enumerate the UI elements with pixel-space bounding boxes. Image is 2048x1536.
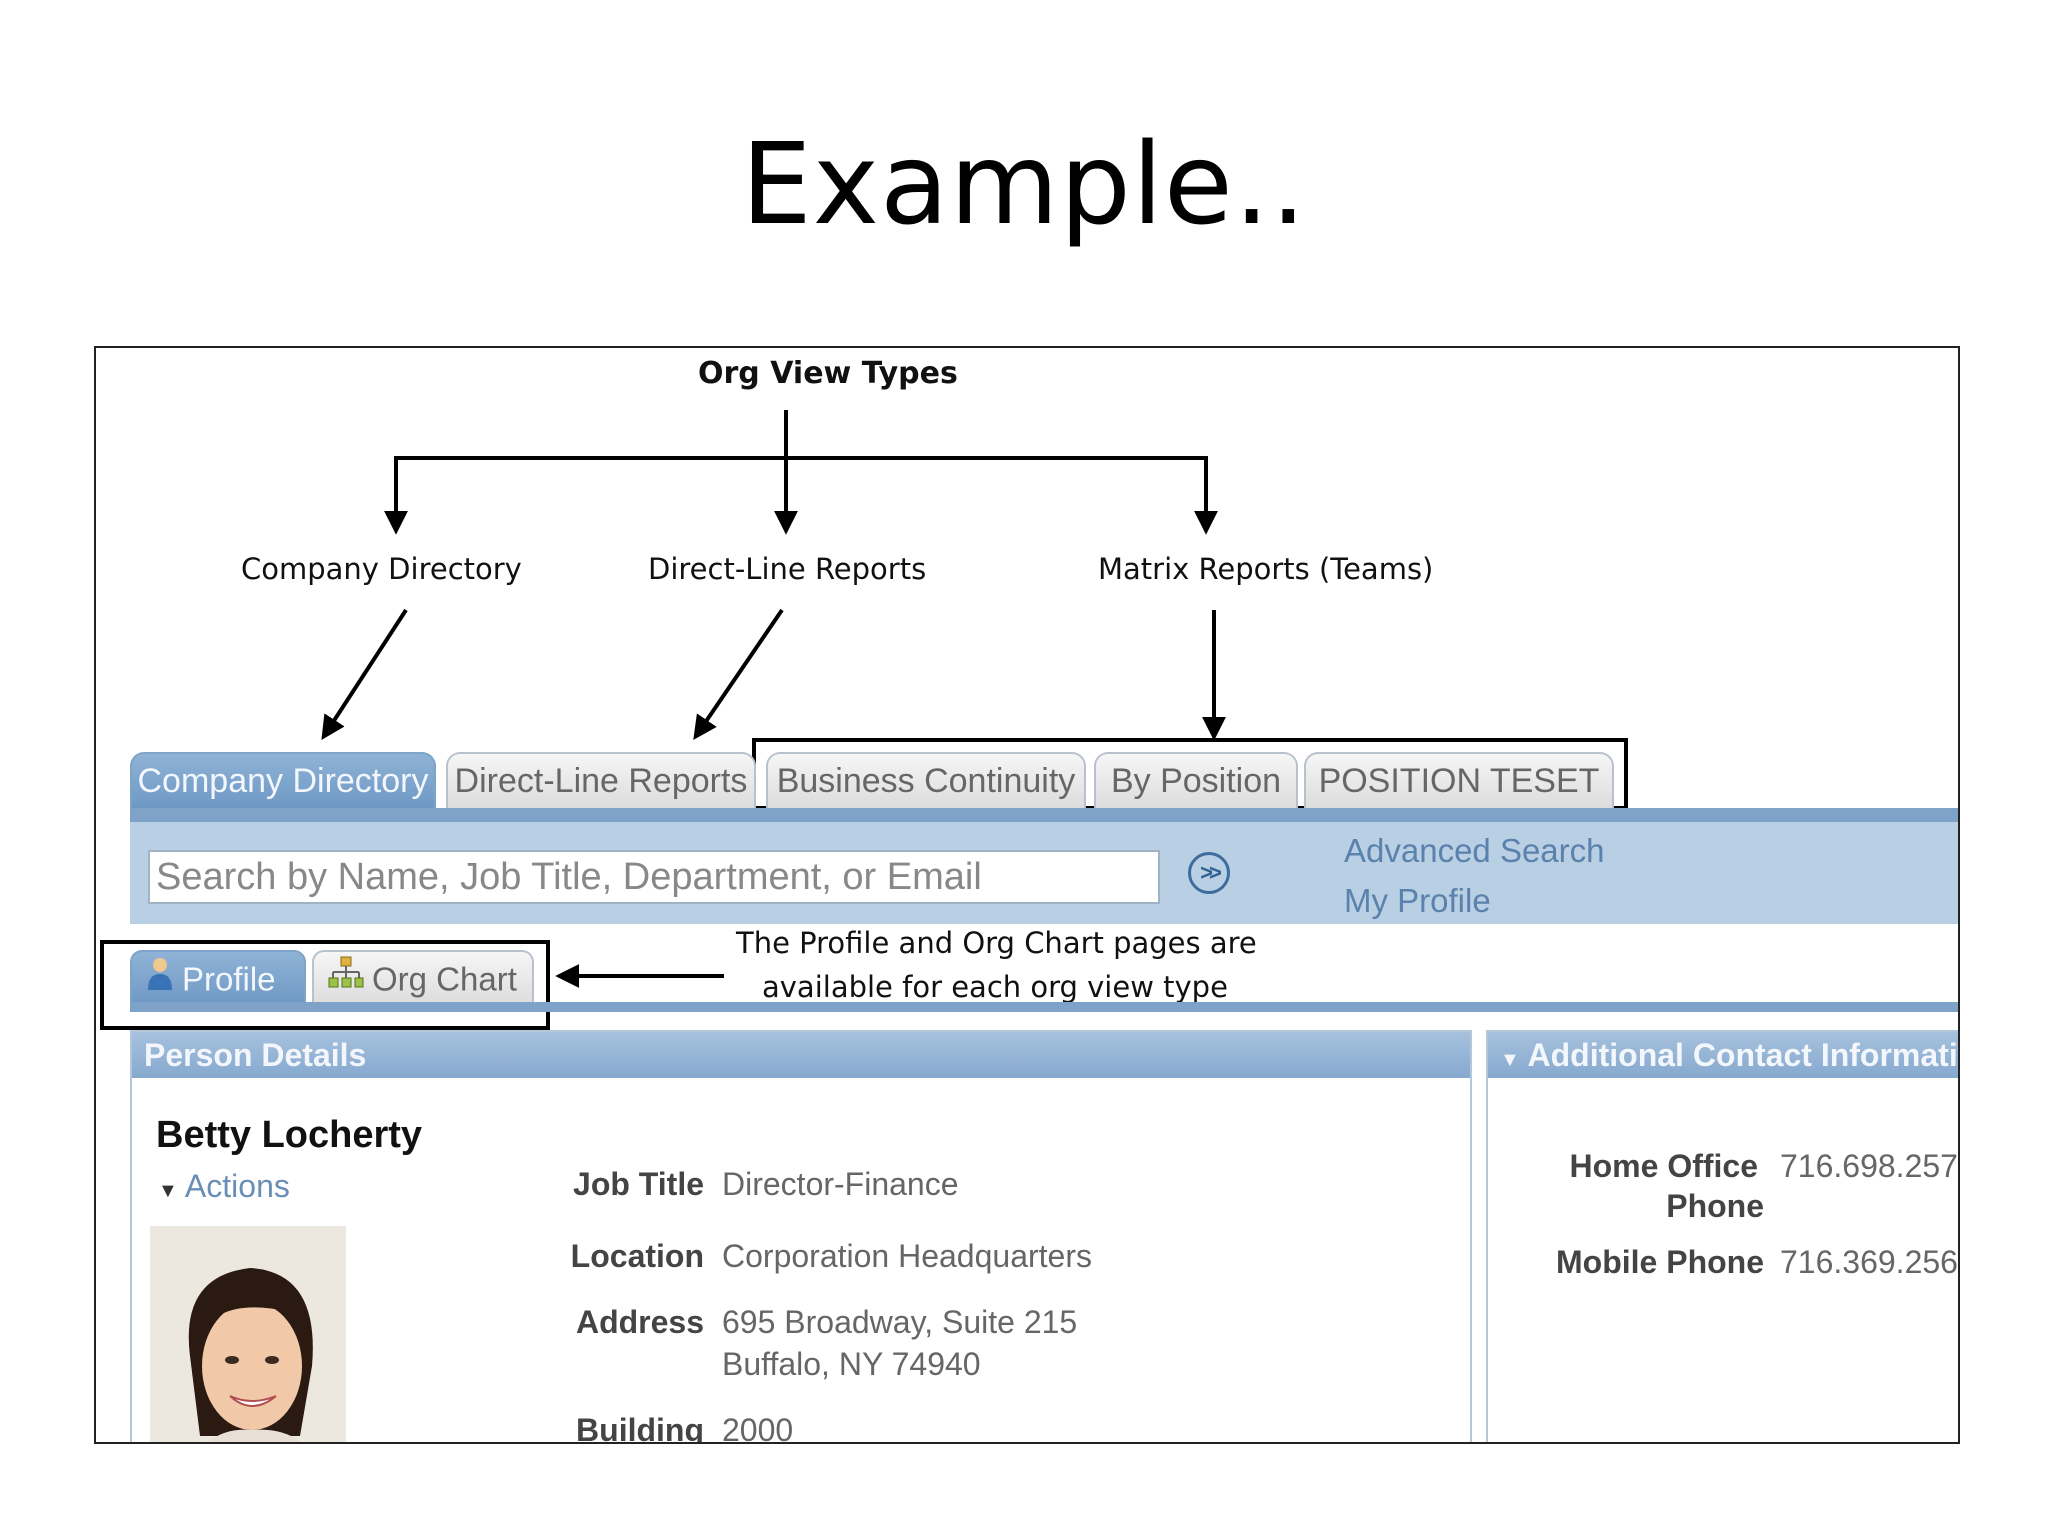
job-title-label: Job Title: [573, 1166, 704, 1202]
tab-business-continuity[interactable]: Business Continuity: [766, 752, 1086, 808]
annotation-direct-line-reports: Direct-Line Reports: [648, 552, 927, 586]
home-office-value: 716.698.2578: [1780, 1148, 1960, 1184]
annotation-company-directory: Company Directory: [241, 552, 522, 586]
subtab-strip: [130, 1002, 1958, 1012]
annotation-profile-note-line1: The Profile and Org Chart pages are: [736, 926, 1257, 960]
tab-position-teset[interactable]: POSITION TESET: [1304, 752, 1614, 808]
tab-direct-line-reports[interactable]: Direct-Line Reports: [446, 752, 756, 808]
double-chevron-right-icon[interactable]: >>: [1188, 852, 1230, 894]
screenshot-frame: Org View Types Company Directory Direct-…: [94, 346, 1960, 1444]
additional-contact-panel: ▼ Additional Contact Information Home Of…: [1486, 1030, 1960, 1442]
address-line1: 695 Broadway, Suite 215: [722, 1304, 1078, 1340]
annotation-arrows: [100, 410, 1628, 1030]
address-label: Address: [575, 1304, 704, 1340]
profile-photo: [150, 1226, 346, 1442]
search-input[interactable]: [148, 850, 1160, 904]
address-line2: Buffalo, NY 74940: [722, 1346, 981, 1382]
annotation-profile-note-line2: available for each org view type: [762, 970, 1228, 1004]
person-icon: [146, 952, 174, 1006]
building-value: 2000: [722, 1412, 794, 1444]
location-label: Location: [570, 1238, 704, 1274]
additional-contact-title: Additional Contact Information: [1527, 1037, 1960, 1073]
org-chart-icon: [328, 952, 364, 1006]
building-label: Building: [576, 1412, 704, 1444]
location-value: Corporation Headquarters: [722, 1238, 1092, 1274]
my-profile-link[interactable]: My Profile: [1344, 882, 1491, 919]
subtab-org-chart[interactable]: Org Chart: [312, 950, 534, 1006]
job-title-value: Director-Finance: [722, 1166, 959, 1202]
annotation-matrix-reports: Matrix Reports (Teams): [1098, 552, 1434, 586]
caret-down-icon: ▼: [1500, 1049, 1520, 1071]
mobile-phone-label: Mobile Phone: [1556, 1244, 1764, 1280]
advanced-search-link[interactable]: Advanced Search: [1344, 832, 1605, 869]
caret-down-icon: ▼: [158, 1180, 178, 1202]
annotation-org-view-types: Org View Types: [698, 356, 958, 391]
actions-menu[interactable]: ▼ Actions: [158, 1168, 290, 1205]
tab-strip: [130, 808, 1958, 822]
subtabs-highlight-box: [100, 940, 550, 1030]
actions-label: Actions: [184, 1168, 290, 1204]
person-details-header: Person Details: [132, 1032, 1470, 1078]
additional-contact-header[interactable]: ▼ Additional Contact Information: [1488, 1032, 1960, 1078]
home-office-label-2: Phone: [1666, 1188, 1764, 1224]
home-office-label-1: Home Office: [1569, 1148, 1758, 1184]
person-name: Betty Locherty: [156, 1114, 423, 1156]
subtab-profile[interactable]: Profile: [130, 950, 306, 1006]
tab-company-directory[interactable]: Company Directory: [130, 752, 436, 808]
mobile-phone-value: 716.369.2568: [1780, 1244, 1960, 1280]
person-details-panel: Person Details Betty Locherty ▼ Actions …: [130, 1030, 1472, 1444]
slide-title: Example..: [740, 120, 1308, 250]
tab-by-position[interactable]: By Position: [1094, 752, 1298, 808]
subtab-org-chart-label: Org Chart: [372, 960, 517, 998]
subtab-profile-label: Profile: [182, 960, 276, 998]
